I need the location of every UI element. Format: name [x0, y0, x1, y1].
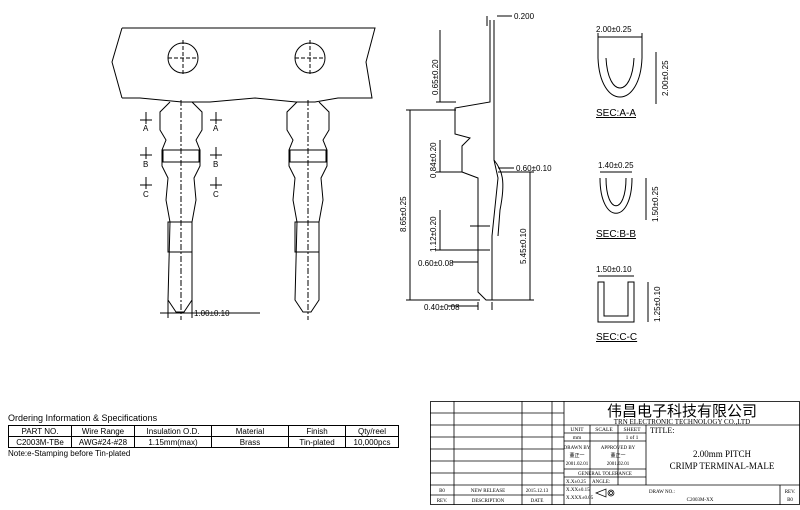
table-row: C2003M-TBe AWG#24-#28 1.15mm(max) Brass …	[8, 436, 399, 448]
dim-thickness: 0.200	[514, 12, 535, 21]
unit-value: mm	[573, 435, 582, 441]
carrier-strip	[122, 27, 376, 103]
ordering-header-row: PART NO. Wire Range Insulation O.D. Mate…	[8, 425, 399, 437]
company-name-en: TRN ELECTRONIC TECHNOLOGY CO.,LTD	[614, 418, 750, 426]
dim-section-b-width: 1.40±0.25	[598, 161, 634, 170]
tolerance-2: X.XX±0.15	[566, 488, 590, 493]
desc-col-header: DESCRIPTION	[472, 499, 505, 504]
ordering-info: Ordering Information & Specifications PA…	[8, 413, 408, 458]
rev-date: 2015.12.13	[526, 489, 549, 494]
cell-qty: 10,000pcs	[345, 436, 399, 448]
dim-section-c-width: 1.50±0.10	[596, 265, 632, 274]
ordering-note: Note:e-Stamping before Tin-plated	[8, 449, 131, 458]
dim-pin-width: 0.40±0.08	[424, 303, 460, 312]
dim-section-c-height: 1.25±0.10	[653, 286, 662, 322]
dim-insulation-length: 0.84±0.20	[429, 142, 438, 178]
date-col-header: DATE	[531, 499, 544, 504]
title-line-2: CRIMP TERMINAL-MALE	[670, 461, 775, 471]
scale-label: SCALE	[595, 427, 613, 433]
section-c-shape	[597, 275, 649, 323]
rev-label: REV.	[785, 490, 796, 495]
col-wire-range: Wire Range	[71, 425, 135, 437]
terminal-left	[159, 100, 203, 320]
dim-section-a-height: 2.00±0.25	[661, 60, 670, 96]
side-view	[454, 20, 504, 301]
drawn-label: DRAWN BY	[564, 446, 591, 451]
dim-tab-top: 0.65±0.20	[431, 59, 440, 95]
section-cut-marks	[140, 112, 222, 189]
col-qty: Qty/reel	[345, 425, 399, 437]
col-insulation: Insulation O.D.	[134, 425, 212, 437]
drawing-number-label: DRAW NO.:	[649, 490, 675, 495]
col-material: Material	[211, 425, 289, 437]
technical-drawing: 0.200 0.65±0.20 2.00±0.25 2.00±0.25 1.40…	[111, 12, 670, 343]
dim-section-a-width: 2.00±0.25	[596, 25, 632, 34]
cell-finish: Tin-plated	[288, 436, 346, 448]
dim-pitch-width: 1.00±0.10	[194, 309, 230, 318]
section-a-shape	[597, 33, 657, 104]
cut-label-c-right: C	[213, 190, 219, 199]
ordering-table: PART NO. Wire Range Insulation O.D. Mate…	[8, 425, 399, 448]
dim-overall-length: 8.65±0.25	[399, 196, 408, 232]
tolerance-label: GENERAL TOLERANCE	[578, 472, 632, 477]
approved-name: 董正一	[610, 452, 625, 459]
ordering-title: Ordering Information & Specifications	[8, 413, 158, 423]
rev-desc: NEW RELEASE	[471, 489, 506, 494]
cut-label-b-right: B	[213, 160, 218, 169]
drawing-number: C2003M-XX	[687, 498, 714, 503]
approved-label: APPROVED BY	[601, 446, 636, 451]
unit-label: UNIT	[570, 427, 584, 433]
cell-material: Brass	[211, 436, 289, 448]
angle-label: ANGLE:	[592, 480, 610, 485]
title-label: TITLE:	[650, 426, 674, 435]
col-finish: Finish	[288, 425, 346, 437]
cell-part-no: C2003M-TBe	[8, 436, 72, 448]
title-block: 伟昌电子科技有限公司 TRN ELECTRONIC TECHNOLOGY CO.…	[430, 401, 800, 505]
approved-date: 2001.02.01	[607, 462, 630, 467]
projection-symbol-icon	[595, 488, 615, 498]
drawn-name: 董正一	[569, 452, 584, 459]
dim-bend: 0.60±0.10	[516, 164, 552, 173]
cell-insulation: 1.15mm(max)	[134, 436, 212, 448]
sheet-label: SHEET	[623, 427, 641, 433]
section-b-shape	[599, 171, 647, 220]
drawn-date: 2001.02.01	[566, 462, 589, 467]
cut-label-a-left: A	[143, 124, 149, 133]
dim-section-b-height: 1.50±0.25	[651, 186, 660, 222]
cut-label-a-right: A	[213, 124, 219, 133]
title-line-1: 2.00mm PITCH	[693, 449, 752, 459]
tolerance-3: X.XXX±0.05	[566, 496, 594, 501]
cut-label-b-left: B	[143, 160, 148, 169]
section-a-label: SEC:A-A	[596, 108, 636, 119]
dim-pin-tip: 0.60±0.08	[418, 259, 454, 268]
col-part-no: PART NO.	[8, 425, 72, 437]
dim-mid-length: 1.12±0.20	[429, 216, 438, 252]
section-b-label: SEC:B-B	[596, 229, 636, 240]
tolerance-1: X.X±0.25	[566, 480, 586, 485]
section-c-label: SEC:C-C	[596, 332, 637, 343]
rev-col-header: REV.	[437, 499, 448, 504]
side-dimensions	[406, 15, 534, 310]
cut-label-c-left: C	[143, 190, 149, 199]
dim-lower-length: 5.45±0.10	[519, 228, 528, 264]
rev-code: B0	[439, 489, 445, 494]
sheet-value: 1 of 1	[626, 434, 639, 441]
company-name-cn: 伟昌电子科技有限公司	[607, 403, 757, 420]
cell-wire-range: AWG#24-#28	[71, 436, 135, 448]
rev-value: B0	[787, 498, 793, 503]
terminal-right	[286, 100, 330, 320]
